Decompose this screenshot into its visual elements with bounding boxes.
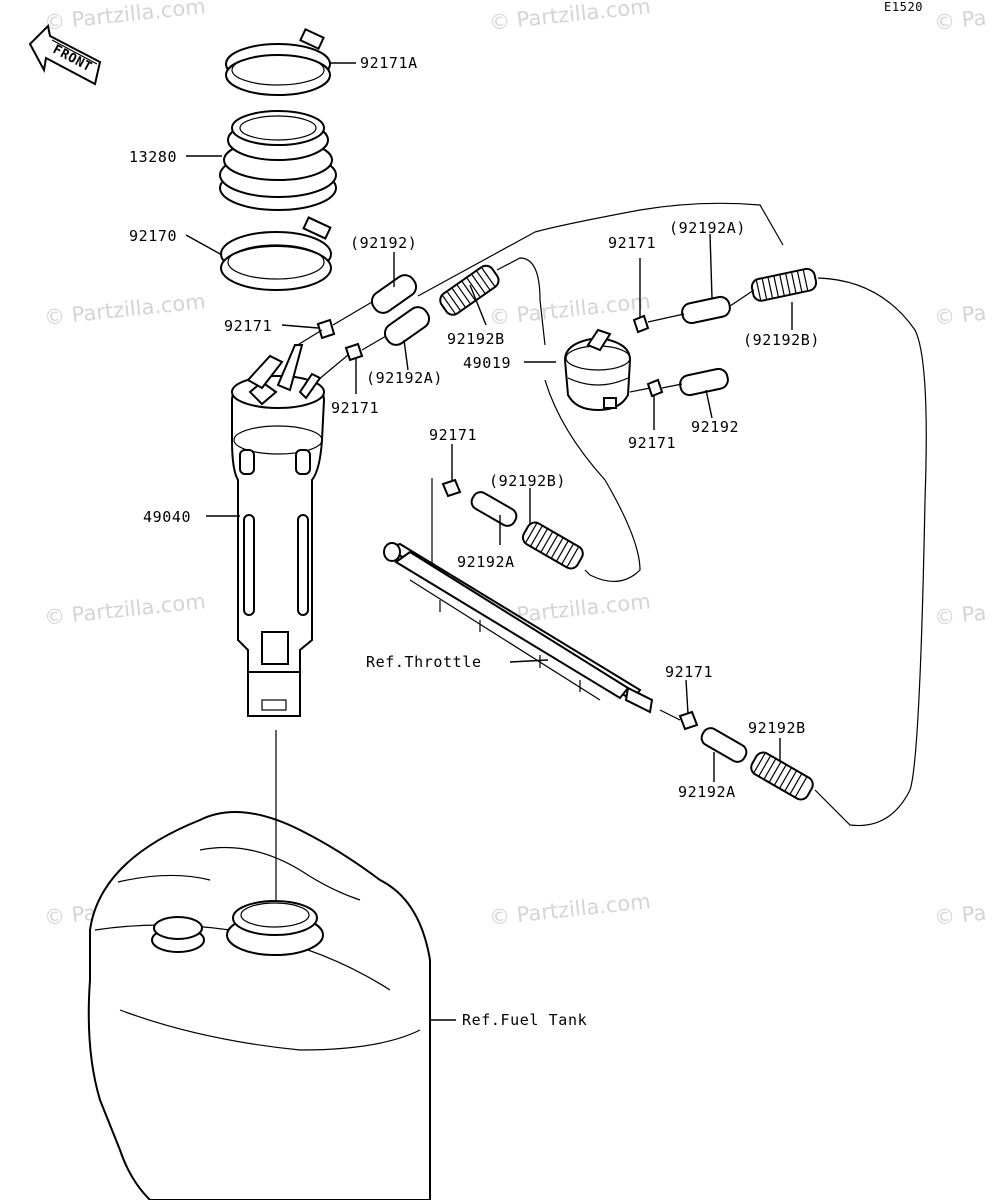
- watermark: © Partzilla.com: [488, 289, 652, 330]
- leader-lines: [185, 62, 793, 1021]
- fuel-tank: [87, 811, 431, 1200]
- label-92171-left2: 92171: [331, 399, 379, 417]
- watermark: © Pa: [933, 601, 987, 630]
- clamp-92170: [220, 216, 332, 291]
- label-49019: 49019: [463, 354, 511, 372]
- label-ref-fuel-tank: Ref.Fuel Tank: [462, 1011, 587, 1029]
- front-arrow-icon: FRONT: [28, 23, 102, 86]
- diagram-code: E1520: [884, 0, 923, 14]
- label-92192-top: (92192): [350, 234, 417, 252]
- label-92192a-left: (92192A): [366, 369, 443, 387]
- watermark: © Pa: [933, 901, 987, 930]
- label-92192b-right: (92192B): [743, 331, 820, 349]
- label-92171-right2: 92171: [628, 434, 676, 452]
- label-92192b-mid: (92192B): [489, 472, 566, 490]
- corrugated-hose-icon: [439, 264, 500, 316]
- label-92192b-left: 92192B: [447, 330, 505, 348]
- middle-hoses: [441, 478, 584, 570]
- label-92171-left: 92171: [224, 317, 272, 335]
- upper-left-hoses: [316, 264, 500, 362]
- watermark: © Partzilla.com: [43, 289, 207, 330]
- label-92171-right: 92171: [608, 234, 656, 252]
- label-92192a-bottom: 92192A: [678, 783, 736, 801]
- label-92192a-right: (92192A): [669, 219, 746, 237]
- label-92171a: 92171A: [360, 54, 418, 72]
- watermark: © Partzilla.com: [488, 889, 652, 930]
- watermark: © Partzilla.com: [43, 589, 207, 630]
- label-92192b-bottom: 92192B: [748, 719, 806, 737]
- fuel-pump-49040: [231, 344, 326, 717]
- label-92192-right: 92192: [691, 418, 739, 436]
- corrugated-hose-icon: [521, 521, 584, 570]
- clamp-92171a: [225, 28, 331, 96]
- watermark: © Partzilla.com: [43, 0, 207, 35]
- watermark: © Pa: [933, 301, 987, 330]
- fuel-filter-49019: [563, 328, 632, 412]
- label-49040: 49040: [143, 508, 191, 526]
- watermarks: © Partzilla.com © Partzilla.com © Pa © P…: [43, 0, 987, 930]
- watermark: © Pa: [933, 6, 987, 35]
- label-13280: 13280: [129, 148, 177, 166]
- watermark: © Partzilla.com: [488, 0, 652, 35]
- label-92170: 92170: [129, 227, 177, 245]
- part-labels: 92171A 13280 92170 (92192) 92171 92192B …: [129, 54, 820, 1029]
- label-92171-bottom: 92171: [665, 663, 713, 681]
- hose-route-lines: [295, 202, 927, 827]
- throttle-body: [383, 478, 654, 714]
- boot-13280: [219, 110, 337, 211]
- label-ref-throttle: Ref.Throttle: [366, 653, 482, 671]
- label-92171-mid: 92171: [429, 426, 477, 444]
- corrugated-hose-icon: [750, 751, 814, 801]
- corrugated-hose-icon: [750, 267, 818, 302]
- label-92192a-mid: 92192A: [457, 553, 515, 571]
